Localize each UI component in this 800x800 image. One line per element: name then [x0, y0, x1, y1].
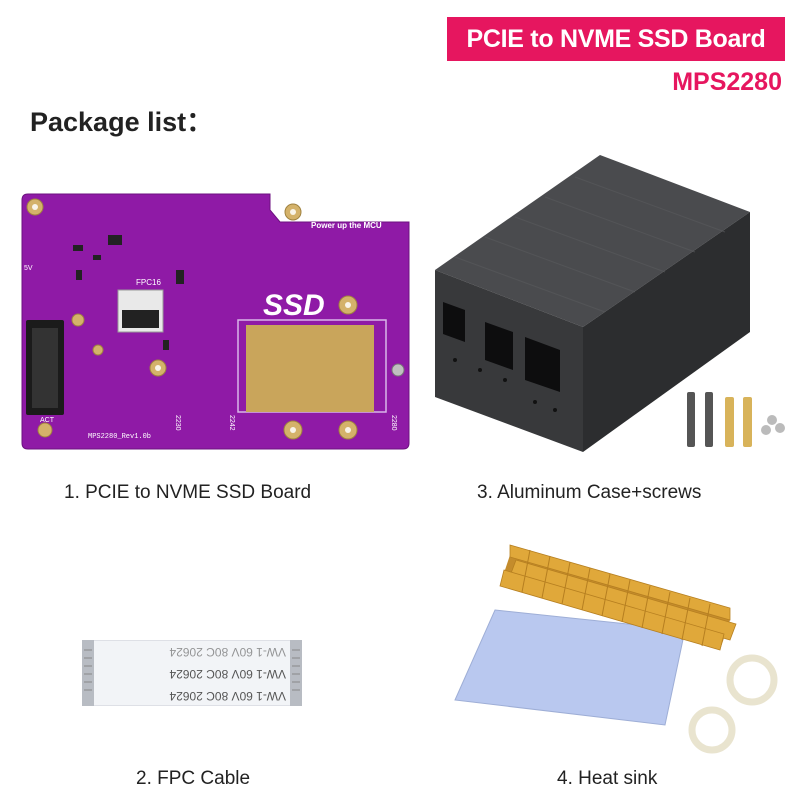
caption-heat-sink: 4. Heat sink [557, 768, 658, 789]
package-list-heading: Package list： [30, 107, 214, 137]
cable-print-line3: VW-1 60V 80C 20624 [169, 689, 286, 703]
board-ssd-label: SSD [263, 289, 325, 322]
board-2242-label: 2242 [228, 415, 235, 431]
caption-aluminum-case: 3. Aluminum Case+screws [477, 482, 702, 503]
board-2280-label: 2280 [390, 415, 397, 431]
cable-print-line2: VW-1 60V 80C 20624 [169, 667, 286, 681]
board-2230-label: 2230 [174, 415, 181, 431]
board-power-label: Power up the MCU [311, 221, 382, 230]
caption-fpc-cable: 2. FPC Cable [136, 768, 251, 789]
cable-print-line1: VW-1 60V 80C 20624 [169, 645, 286, 659]
board-rev-label: MPS2280_Rev1.0b [88, 433, 151, 441]
aluminum-case-image [425, 152, 790, 462]
ssd-board-image: Power up the MCU FPC16 SSD MPS2280_Rev1.… [18, 190, 413, 455]
product-banner: PCIE to NVME SSD Board [447, 17, 785, 61]
caption-ssd-board: 1. PCIE to NVME SSD Board [64, 482, 312, 503]
board-5v-label: 5V [24, 265, 33, 272]
model-number: MPS2280 [672, 68, 782, 96]
fpc-cable-image: VW-1 60V 80C 20624 VW-1 60V 80C 20624 VW… [82, 640, 302, 706]
heat-sink-image [450, 540, 790, 755]
board-fpc-label: FPC16 [136, 278, 161, 287]
board-act-label: ACT [40, 417, 55, 424]
